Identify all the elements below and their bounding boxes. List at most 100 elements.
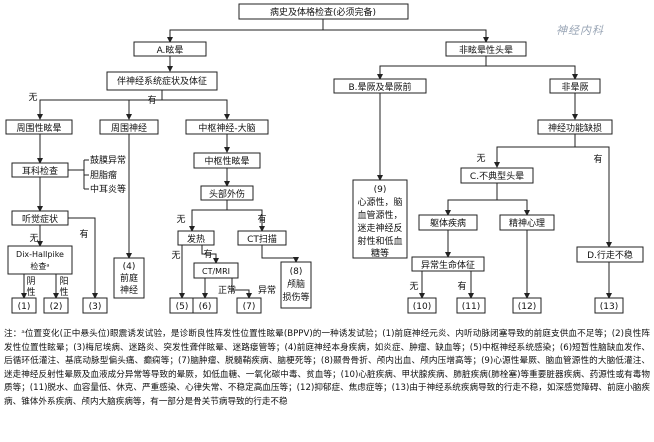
leaf-7: (7) bbox=[236, 297, 262, 314]
edge-labels: 无 有 无 有 阴 性 阳 性 无 有 无 有 正常 异常 无 有 无 有 bbox=[26, 92, 602, 298]
svg-text:精神心理: 精神心理 bbox=[509, 217, 545, 229]
ear-exam-options: 鼓膜异常 胆脂瘤 中耳炎等 bbox=[90, 154, 126, 195]
svg-text:损伤等: 损伤等 bbox=[282, 291, 309, 303]
svg-text:周围性眩晕: 周围性眩晕 bbox=[16, 122, 61, 134]
svg-text:C.不典型头晕: C.不典型头晕 bbox=[470, 170, 524, 182]
node-peripheral-vertigo: 周围性眩晕 bbox=[5, 119, 73, 135]
node-systemic-disease: 躯体疾病 bbox=[418, 214, 478, 231]
svg-text:心源性，脑: 心源性，脑 bbox=[357, 196, 402, 208]
label-yes-central: 有 bbox=[147, 94, 156, 106]
svg-text:神经功能缺损: 神经功能缺损 bbox=[548, 122, 602, 134]
svg-text:(7): (7) bbox=[243, 302, 256, 312]
svg-text:迷走神经反: 迷走神经反 bbox=[357, 222, 402, 234]
label-no-c: 无 bbox=[476, 153, 485, 164]
label-pos-1: 阳 bbox=[59, 276, 68, 287]
svg-text:(5): (5) bbox=[176, 302, 189, 312]
leaf-5: (5) bbox=[169, 297, 195, 314]
svg-text:糖等: 糖等 bbox=[371, 247, 389, 259]
svg-text:(2): (2) bbox=[50, 302, 63, 312]
svg-text:(10): (10) bbox=[413, 302, 431, 312]
svg-text:(13): (13) bbox=[600, 302, 618, 312]
svg-text:(3): (3) bbox=[89, 302, 102, 312]
leaf-6: (6) bbox=[192, 297, 218, 314]
svg-text:D.行走不稳: D.行走不稳 bbox=[587, 249, 633, 261]
node-8-brain-injury: (8) 颅脑 损伤等 bbox=[280, 261, 312, 309]
svg-text:中枢性眩晕: 中枢性眩晕 bbox=[204, 155, 249, 167]
node-4-vestibular-nerve: (4) 前庭 神经 bbox=[113, 257, 145, 299]
svg-text:头部外伤: 头部外伤 bbox=[209, 188, 245, 200]
svg-text:CT/MRI: CT/MRI bbox=[202, 267, 230, 276]
svg-text:(6): (6) bbox=[199, 302, 212, 312]
node-fever: 发热 bbox=[177, 230, 215, 246]
ear-option-otitis: 中耳炎等 bbox=[90, 183, 126, 195]
label-yes-ct: 有 bbox=[257, 213, 266, 225]
leaf-11: (11) bbox=[456, 297, 486, 314]
svg-text:听觉症状: 听觉症状 bbox=[22, 213, 58, 225]
node-d-unsteady-gait: D.行走不稳 bbox=[576, 246, 644, 263]
leaf-1: (1) bbox=[11, 297, 37, 314]
node-central-vertigo: 中枢性眩晕 bbox=[193, 152, 261, 169]
svg-text:检查ᵃ: 检查ᵃ bbox=[30, 261, 49, 271]
leaf-3: (3) bbox=[82, 297, 108, 314]
node-central-brain: 中枢神经-大脑 bbox=[185, 119, 269, 135]
leaf-12: (12) bbox=[512, 297, 542, 314]
watermark-logo: 神经内科 bbox=[556, 24, 604, 37]
leaf-13: (13) bbox=[594, 297, 624, 314]
svg-text:CT扫描: CT扫描 bbox=[247, 233, 277, 245]
footnotes: 注：ᵃ位置变化(正中悬头位)眼震诱发试验，是诊断良性阵发性位置性眩晕(BPPV)… bbox=[4, 329, 650, 407]
svg-text:非眩晕性头晕: 非眩晕性头晕 bbox=[459, 44, 513, 56]
label-no-5: 无 bbox=[171, 250, 180, 261]
svg-text:(4): (4) bbox=[123, 262, 136, 272]
node-ear-exam: 耳科检查 bbox=[11, 162, 69, 178]
svg-text:前庭: 前庭 bbox=[120, 272, 138, 284]
node-abnormal-vital-signs: 异常生命体征 bbox=[411, 256, 485, 272]
label-yes-d: 有 bbox=[593, 153, 602, 165]
node-ct-scan: CT扫描 bbox=[237, 230, 287, 246]
svg-text:异常生命体征: 异常生命体征 bbox=[421, 259, 475, 271]
node-9-syncope-causes: (9) 心源性，脑 血管源性， 迷走神经反 射性和低血 糖等 bbox=[352, 179, 408, 259]
svg-text:神经: 神经 bbox=[120, 284, 138, 296]
node-a-vertigo: A.眩晕 bbox=[133, 41, 207, 57]
label-neg-1: 阴 bbox=[26, 276, 35, 287]
node-hearing-symptoms: 听觉症状 bbox=[11, 210, 69, 226]
label-no-peri: 无 bbox=[28, 92, 37, 103]
label-yes-11: 有 bbox=[457, 280, 466, 292]
svg-text:Dix-Hallpike: Dix-Hallpike bbox=[16, 250, 64, 259]
label-no-hearing-dix: 无 bbox=[29, 233, 38, 244]
svg-text:中枢神经-大脑: 中枢神经-大脑 bbox=[198, 122, 255, 134]
label-no-10: 无 bbox=[409, 281, 418, 292]
svg-text:颅脑: 颅脑 bbox=[287, 278, 305, 290]
node-accompanying-signs: 伴神经系统症状及体征 bbox=[106, 71, 218, 91]
label-yes-ctmri: 有 bbox=[203, 248, 212, 260]
svg-text:周围神经: 周围神经 bbox=[111, 122, 147, 134]
node-c-atypical: C.不典型头晕 bbox=[460, 167, 534, 184]
label-pos-2: 性 bbox=[59, 286, 68, 298]
node-neuro-function-deficit: 神经功能缺损 bbox=[537, 119, 613, 135]
svg-text:血管源性，: 血管源性， bbox=[357, 209, 402, 221]
svg-text:(1): (1) bbox=[18, 302, 31, 312]
svg-text:(11): (11) bbox=[462, 302, 480, 312]
svg-text:病史及体格检查(必须完备): 病史及体格检查(必须完备) bbox=[270, 6, 376, 18]
node-b-syncope: B.晕厥及晕厥前 bbox=[333, 78, 427, 94]
node-non-vertigo: 非眩晕性头晕 bbox=[445, 41, 527, 57]
label-yes-hearing: 有 bbox=[79, 228, 88, 240]
node-psychological: 精神心理 bbox=[499, 214, 555, 231]
label-no-fever: 无 bbox=[176, 214, 185, 225]
svg-text:发热: 发热 bbox=[187, 233, 205, 245]
svg-text:B.晕厥及晕厥前: B.晕厥及晕厥前 bbox=[348, 81, 411, 93]
node-ct-mri: CT/MRI bbox=[193, 262, 239, 279]
leaf-2: (2) bbox=[43, 297, 69, 314]
svg-text:伴神经系统症状及体征: 伴神经系统症状及体征 bbox=[117, 75, 207, 87]
node-non-syncope: 非晕厥 bbox=[549, 78, 601, 94]
svg-text:非晕厥: 非晕厥 bbox=[561, 81, 588, 93]
label-abnormal: 异常 bbox=[258, 284, 276, 296]
node-dix-hallpike: Dix-Hallpike 检查ᵃ bbox=[7, 245, 73, 275]
svg-text:(12): (12) bbox=[518, 302, 536, 312]
svg-text:(9): (9) bbox=[374, 185, 387, 195]
node-root: 病史及体格检查(必须完备) bbox=[238, 3, 409, 20]
svg-text:(8): (8) bbox=[290, 267, 303, 277]
svg-text:A.眩晕: A.眩晕 bbox=[157, 44, 184, 56]
ear-option-cholesteatoma: 胆脂瘤 bbox=[90, 169, 117, 181]
svg-text:耳科检查: 耳科检查 bbox=[22, 165, 58, 177]
